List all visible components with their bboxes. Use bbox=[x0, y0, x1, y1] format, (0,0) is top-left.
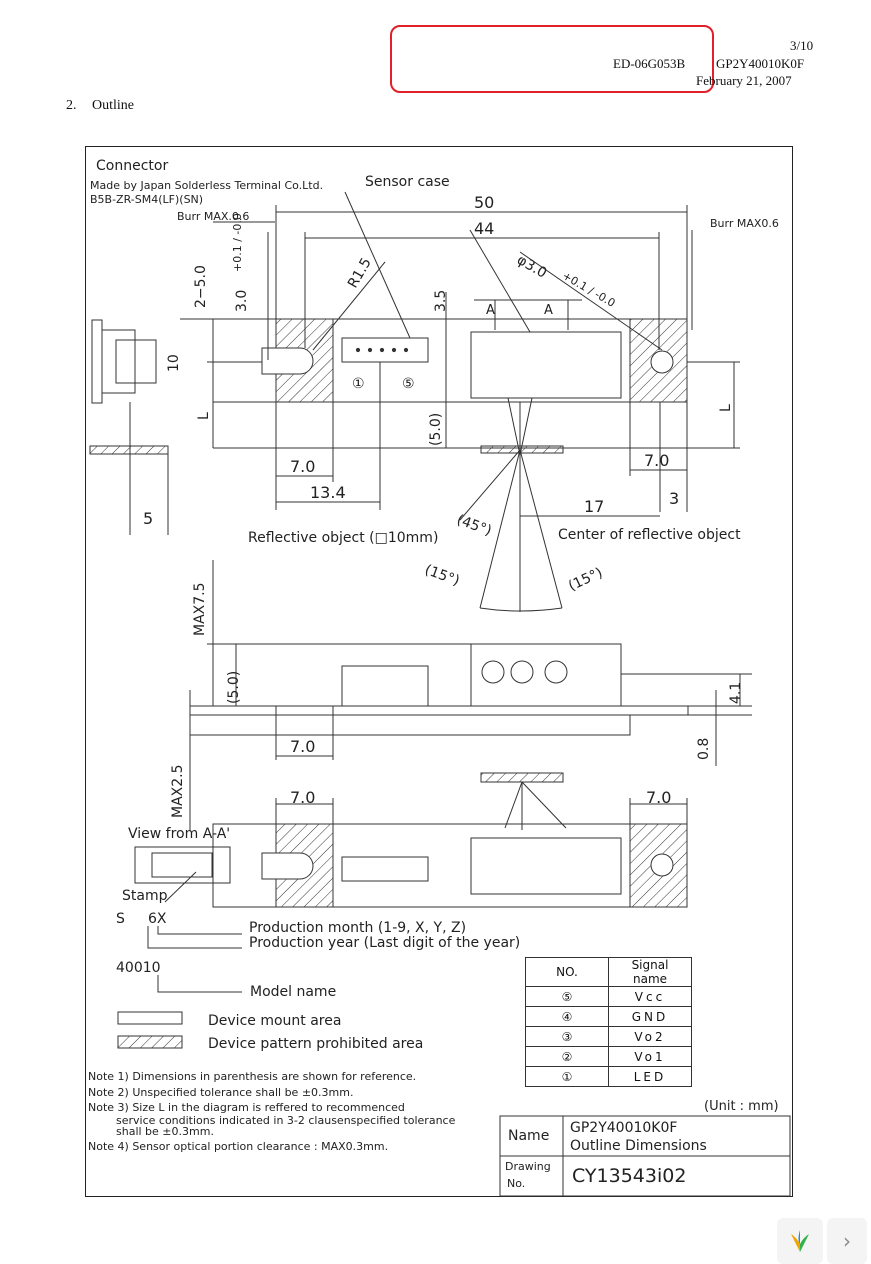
dim-2-5: 2−5.0 bbox=[193, 265, 209, 308]
dim-3-5: 3.5 bbox=[433, 289, 449, 312]
table-cell: Vo2 bbox=[608, 1026, 692, 1047]
pin-5-label: ⑤ bbox=[402, 376, 415, 392]
burr-left-label: Burr MAX.0.6 bbox=[177, 210, 250, 223]
dim-7-0-right: 7.0 bbox=[644, 451, 670, 470]
connector-top bbox=[341, 337, 429, 363]
dim-7-0-bottom-right: 7.0 bbox=[646, 788, 672, 807]
device-prohibited-label: Device pattern prohibited area bbox=[208, 1036, 424, 1052]
dim-17: 17 bbox=[584, 497, 605, 516]
table-row: NO. Signal name bbox=[525, 957, 692, 987]
title-name-value-1: GP2Y40010K0F bbox=[570, 1120, 678, 1136]
next-page-icon[interactable]: › bbox=[827, 1218, 867, 1264]
burr-right-label: Burr MAX0.6 bbox=[710, 217, 779, 230]
dim-5: 5 bbox=[143, 509, 154, 528]
table-cell: ② bbox=[525, 1046, 609, 1067]
model-name: Model name bbox=[250, 984, 337, 1000]
table-row: ③ Vo2 bbox=[525, 1026, 692, 1047]
title-drawing-label-1: Drawing bbox=[505, 1160, 551, 1173]
dim-44: 44 bbox=[474, 219, 495, 238]
dim-l-right: L bbox=[718, 404, 734, 412]
note-3-cont-1: service conditions indicated in 3-2 clau… bbox=[116, 1114, 456, 1127]
table-header-no: NO. bbox=[525, 957, 609, 987]
drawing-frame bbox=[85, 146, 793, 1197]
dim-13-4: 13.4 bbox=[310, 483, 346, 502]
max-2-5: MAX2.5 bbox=[170, 764, 186, 818]
board-side-view bbox=[212, 643, 622, 707]
title-name-value-2: Outline Dimensions bbox=[570, 1138, 707, 1154]
production-year: Production year (Last digit of the year) bbox=[249, 935, 521, 951]
device-mount-label: Device mount area bbox=[208, 1013, 342, 1029]
table-cell: ⑤ bbox=[525, 986, 609, 1007]
signal-table: NO. Signal name ⑤ Vcc ④ GND ③ Vo2 ② Vo1 … bbox=[525, 957, 692, 1087]
dim-3: 3 bbox=[669, 489, 680, 508]
dim-50: 50 bbox=[474, 193, 495, 212]
mount-hole-right bbox=[650, 350, 674, 374]
stamp-code-6x: 6X bbox=[148, 911, 167, 927]
dim-7-0-left: 7.0 bbox=[290, 457, 316, 476]
table-row: ① LED bbox=[525, 1066, 692, 1087]
page-number: 3/10 bbox=[790, 38, 814, 53]
table-row: ② Vo1 bbox=[525, 1046, 692, 1067]
dim-10: 10 bbox=[166, 354, 182, 372]
slot-left bbox=[261, 347, 314, 375]
sensor-case-label: Sensor case bbox=[365, 174, 450, 190]
highlight-box bbox=[390, 25, 714, 93]
model-code: 40010 bbox=[116, 960, 161, 976]
unit-label: (Unit : mm) bbox=[704, 1099, 779, 1114]
section-title: Outline bbox=[92, 98, 134, 113]
note-1: Note 1) Dimensions in parenthesis are sh… bbox=[88, 1070, 417, 1083]
table-cell: ④ bbox=[525, 1006, 609, 1027]
center-reflective-label: Center of reflective object bbox=[558, 527, 741, 543]
dim-5-0: (5.0) bbox=[428, 412, 444, 446]
doc-id: ED-06G053B bbox=[613, 56, 686, 71]
sensor-case-top bbox=[470, 331, 622, 399]
label-a-2: A bbox=[544, 303, 553, 318]
dim-7-0-side: 7.0 bbox=[290, 737, 316, 756]
table-row: ④ GND bbox=[525, 1006, 692, 1027]
stamp-label: Stamp bbox=[122, 888, 168, 904]
connector-title: Connector bbox=[96, 158, 169, 174]
title-drawing-label-2: No. bbox=[507, 1177, 526, 1190]
table-cell: LED bbox=[608, 1066, 692, 1087]
table-cell: ① bbox=[525, 1066, 609, 1087]
connector-part: B5B-ZR-SM4(LF)(SN) bbox=[90, 193, 204, 206]
view-from-label: View from A-A' bbox=[128, 826, 231, 842]
reflective-object-label: Reflective object (□10mm) bbox=[248, 530, 439, 546]
table-cell: Vo1 bbox=[608, 1046, 692, 1067]
dim-4-1: 4.1 bbox=[728, 681, 744, 704]
section-number: 2. bbox=[66, 98, 77, 113]
drawing-number: CY13543i02 bbox=[572, 1165, 687, 1187]
note-3: Note 3) Size L in the diagram is reffere… bbox=[88, 1101, 405, 1114]
doc-date: February 21, 2007 bbox=[696, 73, 792, 88]
part-number: GP2Y40010K0F bbox=[716, 56, 805, 71]
max-7-5: MAX7.5 bbox=[192, 582, 208, 636]
dim-7-0-bottom-left: 7.0 bbox=[290, 788, 316, 807]
table-cell: ③ bbox=[525, 1026, 609, 1047]
dim-l-left: L bbox=[196, 412, 212, 420]
dim-3-0: 3.0 bbox=[234, 289, 250, 312]
production-month: Production month (1-9, X, Y, Z) bbox=[249, 920, 467, 936]
table-cell: GND bbox=[608, 1006, 692, 1027]
table-cell: Vcc bbox=[608, 986, 692, 1007]
stamp-code-s: S bbox=[116, 911, 125, 927]
note-4: Note 4) Sensor optical portion clearance… bbox=[88, 1140, 389, 1153]
note-3-cont-2: shall be ±0.3mm. bbox=[116, 1125, 214, 1138]
dim-3-0-tol: +0.1 / -0.0 bbox=[231, 213, 244, 272]
pin-1-label: ① bbox=[352, 376, 365, 392]
title-name-label: Name bbox=[508, 1128, 550, 1144]
dim-0-8: 0.8 bbox=[696, 737, 712, 760]
table-row: ⑤ Vcc bbox=[525, 986, 692, 1007]
label-a-1: A bbox=[486, 303, 495, 318]
table-header-signal: Signal name bbox=[608, 957, 692, 987]
note-2: Note 2) Unspecified tolerance shall be ±… bbox=[88, 1086, 354, 1099]
viewer-logo-icon[interactable] bbox=[777, 1218, 823, 1264]
connector-maker: Made by Japan Solderless Terminal Co.Ltd… bbox=[90, 179, 324, 192]
side-5-0: (5.0) bbox=[226, 670, 242, 704]
